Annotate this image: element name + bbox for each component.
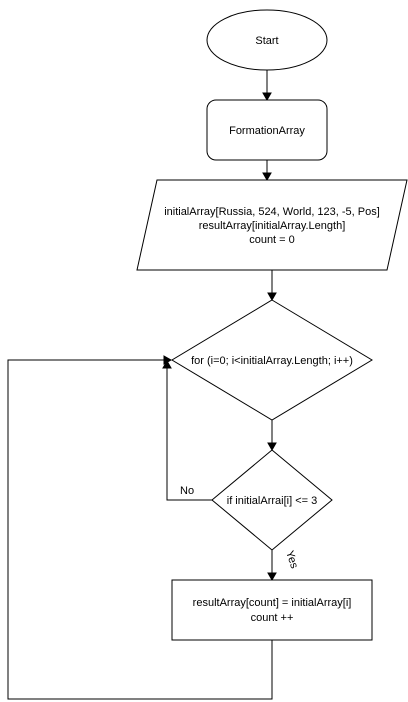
arrowhead-icon: [262, 172, 272, 182]
formation-array-label: FormationArray: [229, 125, 305, 137]
arrowhead-icon: [163, 355, 173, 365]
condition-decision-node: if initialArrai[i] <= 3: [211, 449, 333, 551]
edge-formation-to-input: [262, 160, 272, 182]
edge-loop-to-condition: [267, 420, 277, 452]
input-line-2: resultArray[initialArray.Length]: [199, 220, 346, 232]
formation-array-node: FormationArray: [206, 99, 328, 161]
yes-edge-label: Yes: [283, 549, 300, 570]
edge-condition-yes-to-process: Yes: [267, 549, 300, 582]
input-line-3: count = 0: [249, 234, 295, 246]
start-node: Start: [206, 9, 328, 71]
result-process-box: [171, 579, 373, 641]
result-process-node: resultArray[count] = initialArray[i] cou…: [171, 579, 373, 641]
arrowhead-icon: [162, 359, 172, 369]
edge-condition-no-to-loop: No: [162, 359, 212, 501]
condition-label: if initialArrai[i] <= 3: [227, 495, 317, 507]
edge-input-to-loop: [267, 270, 277, 302]
process-line-2: count ++: [251, 612, 294, 624]
no-edge-label: No: [180, 485, 194, 497]
edge-start-to-formation: [262, 70, 272, 102]
arrowhead-icon: [262, 92, 272, 102]
start-label: Start: [255, 35, 278, 47]
input-data-node: initialArray[Russia, 524, World, 123, -5…: [136, 179, 408, 271]
arrowhead-icon: [267, 572, 277, 582]
process-line-1: resultArray[count] = initialArray[i]: [193, 597, 352, 609]
loop-label: for (i=0; i<initialArray.Length; i++): [191, 355, 353, 367]
loop-decision-node: for (i=0; i<initialArray.Length; i++): [171, 299, 373, 421]
input-parallelogram: [136, 179, 408, 271]
arrowhead-icon: [267, 292, 277, 302]
edge-process-back-to-loop: [7, 355, 273, 700]
arrowhead-icon: [267, 442, 277, 452]
input-line-1: initialArray[Russia, 524, World, 123, -5…: [164, 206, 380, 218]
